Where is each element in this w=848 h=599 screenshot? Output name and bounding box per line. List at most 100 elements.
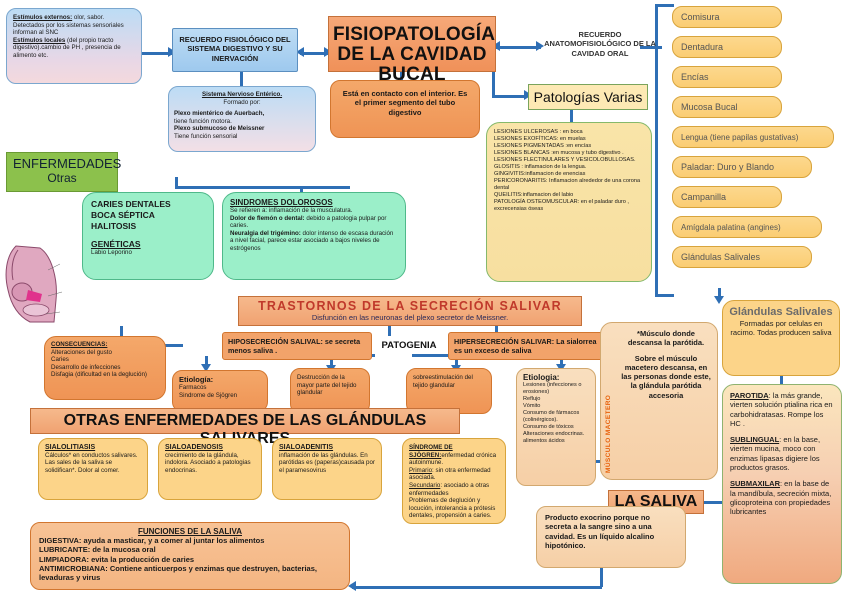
destruccion-box[interactable]: Destrucción de la mayor parte del tejido… bbox=[290, 368, 370, 414]
sindromes-l3a: Neuralgia del trigémino: bbox=[230, 229, 301, 237]
musculo-macetero-box[interactable]: MÚSCULO MACETERO *Músculo donde descansa… bbox=[600, 322, 718, 480]
oral-structure-label: Encías bbox=[681, 72, 709, 82]
head-anatomy-illustration bbox=[2, 240, 66, 326]
arrow-down-bracket bbox=[714, 296, 724, 304]
caries-l5: Labio Leporino bbox=[91, 249, 132, 257]
sialolitiasis-body: Cálculos* en conductos salivares. Las sa… bbox=[45, 451, 138, 474]
connector-anatomo-bracket bbox=[640, 46, 662, 49]
oral-structure-amigdala[interactable]: Amígdala palatina (angines) bbox=[672, 216, 822, 238]
consecuencias-box[interactable]: CONSECUENCIAS: Alteraciones del gusto Ca… bbox=[44, 336, 166, 400]
etiologia-hiper-box[interactable]: Etiologia: Lesiones (infecciones o erosi… bbox=[516, 368, 596, 486]
sindromes-l3b: dolor intenso de escasa duración a nivel… bbox=[230, 229, 394, 252]
consecuencias-title: CONSECUENCIAS: bbox=[51, 341, 108, 348]
sjogren-d3: : asociado a otras enfermedades bbox=[409, 481, 490, 497]
funciones-saliva-box[interactable]: FUNCIONES DE LA SALIVA DIGESTIVA: ayuda … bbox=[30, 522, 350, 590]
enfermedades-title: ENFERMEDADES bbox=[13, 156, 122, 171]
arrow-left-2 bbox=[492, 41, 500, 51]
estimulos-label-3b: (del propio tracto digestivo).cambio de … bbox=[13, 36, 121, 59]
connector-enf-v1 bbox=[175, 177, 178, 187]
main-title-box[interactable]: FISIOPATOLOGÍA DE LA CAVIDAD BUCAL bbox=[328, 16, 496, 85]
sialoadenitis-body: inflamación de las glándulas. En parótid… bbox=[279, 451, 375, 474]
arrow-down-etio bbox=[201, 364, 211, 372]
sialoadenosis-box[interactable]: SIALOADENOSIS crecimiento de la glándula… bbox=[158, 438, 262, 500]
estimulos-label-1: Estímulos externos: bbox=[13, 14, 73, 21]
sne-l1: Formado por: bbox=[223, 98, 261, 106]
sjogren-box[interactable]: SÍNDROME DE SJÖGREN:enfermedad crónica a… bbox=[402, 438, 506, 524]
oral-structure-label: Glándulas Salivales bbox=[681, 252, 761, 262]
oral-structure-glandulas[interactable]: Glándulas Salivales bbox=[672, 246, 812, 268]
caries-l1: CARIES DENTALES bbox=[91, 199, 171, 209]
sobreestimulacion-box[interactable]: sobreestimulación del tejido glandular bbox=[406, 368, 492, 414]
trastornos-header[interactable]: TRASTORNOS DE LA SECRECIÓN SALIVAR Disfu… bbox=[238, 296, 582, 326]
saliva-desc-label: Producto exocrino porque no secreta a la… bbox=[545, 513, 655, 550]
glandulas-detalle-box[interactable]: PAROTIDA: la más grande, vierten solució… bbox=[722, 384, 842, 584]
etiologia-hiper-item: Consumo de fármacos (colinérgicos). bbox=[523, 410, 580, 423]
sjogren-d4: Problemas de deglución y locución, intol… bbox=[409, 497, 496, 520]
trastornos-title: TRASTORNOS DE LA SECRECIÓN SALIVAR bbox=[258, 299, 562, 313]
oral-structure-label: Dentadura bbox=[681, 42, 724, 52]
musculo-vertical-label: MÚSCULO MACETERO bbox=[605, 394, 612, 473]
contacto-box[interactable]: Está en contacto con el interior. Es el … bbox=[330, 80, 480, 138]
enfermedades-box[interactable]: ENFERMEDADES Otras bbox=[6, 152, 122, 192]
caries-l4: GENÉTICAS bbox=[91, 239, 141, 249]
otras-enfermedades-banner[interactable]: OTRAS ENFERMEDADES DE LAS GLÁNDULAS SALI… bbox=[30, 408, 460, 447]
funciones-l3d: evita la producción de caries bbox=[89, 554, 195, 564]
lesion-item: LESIONES ULCEROSAS : en boca bbox=[494, 129, 583, 135]
recuerdo-anatomo-box[interactable]: RECUERDO ANATOMOFISIOLÓGICO DE LA CAVIDA… bbox=[540, 28, 660, 64]
funciones-l2t: LUBRICANTE: bbox=[39, 545, 91, 555]
oral-structure-paladar[interactable]: Paladar: Duro y Blando bbox=[672, 156, 812, 178]
connector-elbow-v bbox=[492, 72, 495, 97]
patogenia-label-box: PATOGENIA bbox=[376, 340, 442, 356]
hiposecrecion-box[interactable]: HIPOSECRECIÓN SALIVAL: se secreta menos … bbox=[222, 332, 372, 360]
patogenia-label: PATOGENIA bbox=[381, 340, 437, 351]
oral-structure-mucosa[interactable]: Mucosa Bucal bbox=[672, 96, 782, 118]
etiologia-hiper-item: alimentos ácidos bbox=[523, 438, 565, 444]
head-icon bbox=[5, 245, 63, 323]
caries-box[interactable]: CARIES DENTALES BOCA SÉPTICA HALITOSIS G… bbox=[82, 192, 214, 280]
sialoadenitis-box[interactable]: SIALOADENITIS inflamación de las glándul… bbox=[272, 438, 382, 500]
funciones-l1d: ayuda a masticar, y a comer al juntar lo… bbox=[81, 536, 265, 545]
sjogren-t1: SÍNDROME DE SJÖGREN: bbox=[409, 444, 453, 459]
sialoadenitis-title: SIALOADENITIS bbox=[279, 444, 334, 451]
lesion-item: LESIONES BLANCAS :en mucosa y tubo diges… bbox=[494, 150, 624, 156]
connector-recuerdo-sne bbox=[240, 62, 243, 87]
sindromes-dolorosos-box[interactable]: SINDROMES DOLOROSOS Se refieren a: infla… bbox=[222, 192, 406, 280]
connector-hiper-etio bbox=[560, 358, 563, 368]
oral-structure-encias[interactable]: Encías bbox=[672, 66, 782, 88]
recuerdo-anatomo-label: RECUERDO ANATOMOFISIOLÓGICO DE LA CAVIDA… bbox=[544, 30, 656, 58]
saliva-descripcion-box[interactable]: Producto exocrino porque no secreta a la… bbox=[536, 506, 686, 568]
lesiones-box[interactable]: LESIONES ULCEROSAS : en boca LESIONES EX… bbox=[486, 122, 652, 282]
musculo-l2: Sobre el músculo macetero descansa, en l… bbox=[621, 353, 711, 400]
etiologia-hipo-item: Farmacos bbox=[179, 384, 207, 391]
sindromes-l2b: debido a patologia pulpar por caries. bbox=[230, 214, 387, 230]
funciones-title: FUNCIONES DE LA SALIVA bbox=[137, 527, 242, 536]
oral-structure-campanilla[interactable]: Campanilla bbox=[672, 186, 782, 208]
etiologia-hipo-item: Sindrome de Sjögren bbox=[179, 391, 238, 399]
arrow-right-3 bbox=[536, 41, 544, 51]
funciones-l4t: ANTIMICROBIANA: bbox=[39, 563, 108, 573]
connector-titulo-anatomo bbox=[496, 46, 541, 49]
oral-structure-label: Amígdala palatina (angines) bbox=[681, 223, 781, 232]
connector-elbow-h bbox=[492, 95, 527, 98]
oral-structure-lengua[interactable]: Lengua (tiene papilas gustativas) bbox=[672, 126, 834, 148]
oral-structure-comisura[interactable]: Comisura bbox=[672, 6, 782, 28]
connector-hipo-etio bbox=[205, 356, 208, 368]
sindromes-l1: Se refieren a: inflamación de la muscula… bbox=[230, 207, 353, 214]
patologias-varias-box[interactable]: Patologías Varias bbox=[528, 84, 648, 110]
sialolitiasis-box[interactable]: SIALOLITIASIS Cálculos* en conductos sal… bbox=[38, 438, 148, 500]
glandulas-salivales-box[interactable]: Glándulas Salivales Formadas por celulas… bbox=[722, 300, 840, 376]
hipersecrecion-box[interactable]: HIPERSECRECIÓN SALIVAR: La sialorrea es … bbox=[448, 332, 610, 360]
recuerdo-fisiologico-box[interactable]: RECUERDO FISIOLÓGICO DEL SISTEMA DIGESTI… bbox=[172, 28, 298, 72]
sistema-nervioso-enterico-box[interactable]: Sistema Nervioso Entérico. Formado por: … bbox=[168, 86, 316, 152]
oral-structure-dentadura[interactable]: Dentadura bbox=[672, 36, 782, 58]
sjogren-t2: Primario bbox=[409, 466, 433, 474]
etiologia-hipo-title: Etiología: bbox=[179, 375, 214, 384]
estimulos-box[interactable]: Estímulos externos: olor, sabor. Detecta… bbox=[6, 8, 142, 84]
connector-pat-left-v bbox=[330, 354, 333, 368]
sne-l5: Tiene función sensorial bbox=[174, 132, 238, 140]
connector-trastornos-hiper bbox=[495, 326, 498, 336]
connector-funciones-saliva bbox=[352, 586, 602, 589]
glandulas-sub: Formadas por celulas en racimo. Todas pr… bbox=[730, 319, 832, 338]
etiologia-hipo-box[interactable]: Etiología: Farmacos Sindrome de Sjögren bbox=[172, 370, 268, 412]
connector-trastornos-pat bbox=[388, 326, 391, 336]
